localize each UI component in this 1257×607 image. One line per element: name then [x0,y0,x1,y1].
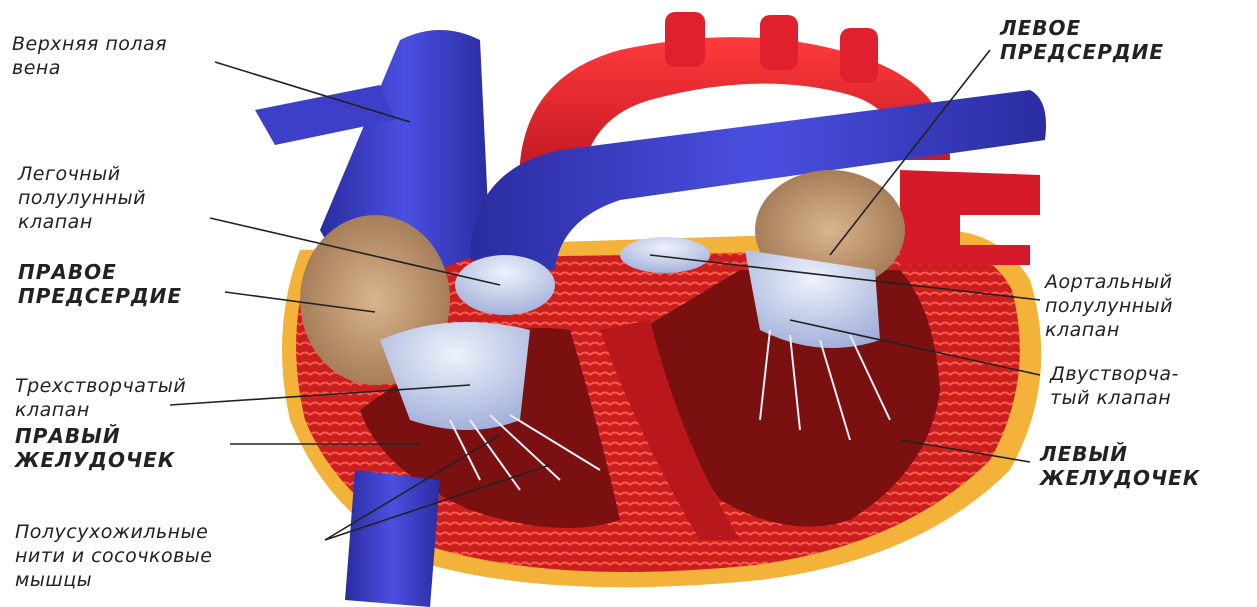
pulmonary-veins [900,170,1040,265]
aortic-valve-shape [620,237,710,273]
inferior-vena-cava [345,470,440,607]
left-subclavian-artery [840,28,878,83]
brachiocephalic-artery [665,12,705,67]
pulmonary-valve-shape [455,255,555,315]
left-carotid-artery [760,15,798,70]
label-mitral-valve: Двустворча-тый клапан [1050,362,1179,410]
